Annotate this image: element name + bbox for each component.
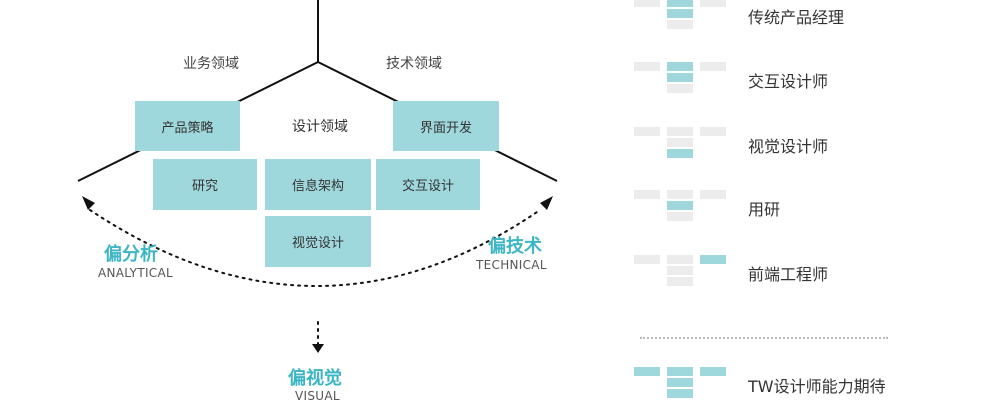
legend-row-summary: TW设计师能力期待 (634, 363, 984, 403)
mini-cell (667, 212, 693, 221)
analytical-bias-cn: 偏分析 (104, 244, 158, 265)
legend-label: 传统产品经理 (748, 8, 845, 27)
technical-bias-cn: 偏技术 (488, 236, 542, 257)
mini-cell (700, 127, 726, 136)
mini-cell (667, 62, 693, 71)
legend-label: TW设计师能力期待 (748, 377, 886, 396)
mini-cell (634, 367, 660, 376)
mini-cell (700, 367, 726, 376)
business-domain-label: 业务领域 (183, 56, 239, 72)
bias-arc (89, 209, 541, 287)
mini-cell (700, 62, 726, 71)
interaction-design-box: 交互设计 (376, 159, 480, 210)
mini-diagram (634, 0, 726, 34)
legend-row-interaction-designer: 交互设计师 (634, 58, 984, 98)
mini-cell (667, 149, 693, 158)
mini-cell (700, 190, 726, 199)
mini-cell (667, 9, 693, 18)
info-arch-box: 信息架构 (265, 159, 371, 210)
left-arrowhead (82, 196, 95, 210)
mini-cell (667, 127, 693, 136)
visual-bias-cn: 偏视觉 (288, 368, 342, 389)
technical-domain-label: 技术领域 (386, 56, 442, 72)
mini-diagram (634, 251, 726, 291)
mini-cell (667, 138, 693, 147)
down-arrowhead (312, 344, 324, 353)
legend-label: 交互设计师 (748, 72, 829, 91)
analytical-bias-en: ANALYTICAL (98, 266, 173, 280)
mini-diagram (634, 58, 726, 98)
legend-row-user-research: 用研 (634, 186, 984, 226)
mini-cell (667, 378, 693, 387)
legend-row-traditional-pm: 传统产品经理 (634, 0, 984, 34)
mini-cell (634, 0, 660, 7)
mini-cell (667, 266, 693, 275)
legend-row-visual-designer: 视觉设计师 (634, 123, 984, 163)
mini-diagram (634, 123, 726, 163)
mini-cell (667, 201, 693, 210)
mini-cell (667, 0, 693, 7)
mini-cell (667, 277, 693, 286)
mini-cell (634, 255, 660, 264)
legend-separator (640, 337, 888, 339)
interface-dev-box: 界面开发 (393, 101, 499, 151)
research-box: 研究 (153, 159, 257, 210)
mini-diagram (634, 186, 726, 226)
mini-cell (667, 84, 693, 93)
right-arrowhead (540, 196, 553, 210)
mini-cell (667, 255, 693, 264)
mini-cell (634, 190, 660, 199)
visual-bias-en: VISUAL (295, 389, 340, 403)
legend-row-frontend-engineer: 前端工程师 (634, 251, 984, 291)
mini-cell (667, 389, 693, 398)
mini-cell (667, 190, 693, 199)
visual-design-box: 视觉设计 (265, 216, 371, 267)
mini-cell (700, 255, 726, 264)
mini-cell (667, 73, 693, 82)
technical-bias-en: TECHNICAL (476, 258, 547, 272)
mini-cell (667, 20, 693, 29)
legend-label: 视觉设计师 (748, 137, 829, 156)
legend-label: 前端工程师 (748, 265, 829, 284)
mini-cell (634, 62, 660, 71)
mini-diagram (634, 363, 726, 403)
mini-cell (700, 0, 726, 7)
legend-label: 用研 (748, 200, 781, 219)
design-domain-label: 设计领域 (292, 119, 348, 135)
product-strategy-box: 产品策略 (135, 101, 240, 151)
mini-cell (634, 127, 660, 136)
mini-cell (667, 367, 693, 376)
